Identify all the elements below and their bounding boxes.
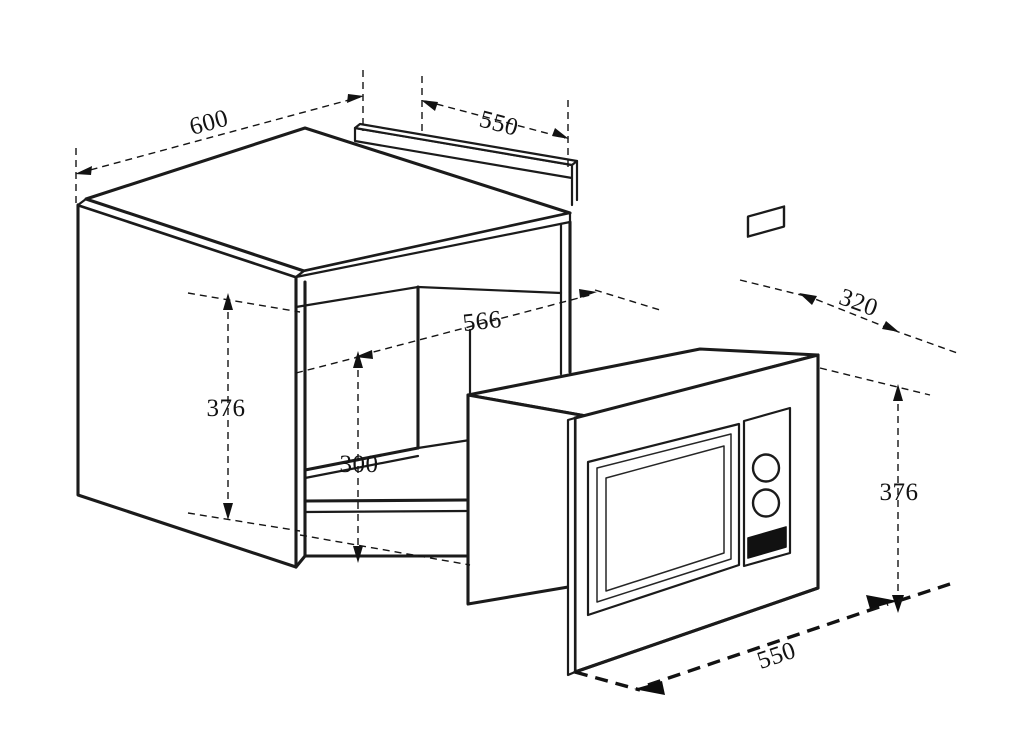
dim-376cab-arrow-bottom: [223, 503, 233, 520]
cabinet-bottom-shelf-front-b: [303, 509, 468, 514]
dim-320-arrow-right: [882, 321, 899, 332]
microwave-knob-lower[interactable]: [751, 488, 781, 518]
dim-600-arrow-left: [75, 166, 92, 175]
dim-320-label: 320: [836, 284, 882, 323]
microwave-display-window: [746, 205, 786, 238]
dim-566-ext-right: [594, 289, 661, 311]
cabinet-top-panel-front-edge: [294, 211, 572, 279]
dim-320-ext-right: [892, 329, 961, 355]
cabinet-interior-shelf-line: [303, 446, 420, 472]
cabinet-shelf-back-right: [416, 438, 472, 450]
dimension-600: 600: [75, 70, 364, 208]
cabinet-assembly: [76, 122, 579, 569]
dim-550bot-ext-left: [574, 670, 641, 692]
dim-376mw-arrow-bottom: [892, 595, 904, 613]
cabinet-left-wall-bottom: [294, 554, 307, 569]
cabinet-rear-rail-right-end: [570, 159, 579, 207]
dim-566-arrow-right: [579, 289, 597, 298]
dim-320-ext-left: [739, 279, 806, 297]
dimension-300: 300: [299, 351, 471, 566]
dim-550bot-label: 550: [754, 637, 800, 675]
dimension-376-cabinet: 376: [187, 292, 301, 532]
dim-320-line: [804, 294, 894, 331]
dimension-320: 320: [739, 279, 961, 355]
microwave-door-mid-frame: [596, 433, 732, 603]
dim-550bot-arrow-right: [866, 595, 898, 609]
microwave-front-bottom-edge: [573, 586, 820, 674]
dim-566-arrow-left: [355, 350, 373, 359]
dim-600-arrow-right: [347, 94, 364, 103]
cabinet-interior-shelf-thickness: [303, 454, 420, 480]
dim-566-label: 566: [461, 306, 503, 337]
microwave-assembly: [466, 205, 820, 677]
cabinet-interior-left-wall-top: [294, 275, 420, 309]
dim-550top-line: [424, 100, 566, 139]
dim-550top-arrow-left: [421, 100, 438, 111]
dimension-376-microwave: 376: [819, 367, 931, 613]
dim-566-line: [361, 294, 591, 356]
cabinet-interior-top-right: [416, 285, 563, 295]
microwave-control-panel: [742, 406, 792, 568]
dim-376cab-label: 376: [207, 395, 246, 422]
dim-300-ext-bottom: [299, 534, 471, 566]
dim-550bot-line: [647, 602, 889, 687]
dim-550bot-arrow-left: [634, 681, 665, 695]
dim-376mw-arrow-top: [893, 384, 903, 401]
dim-376cab-ext-bottom: [187, 512, 301, 532]
dim-550bot-ext-right: [897, 582, 951, 603]
cabinet-bottom-shelf-front: [303, 498, 468, 503]
dim-300-arrow-top: [353, 351, 363, 368]
microwave-knob-upper[interactable]: [751, 453, 781, 483]
dim-376cab-arrow-top: [223, 293, 233, 310]
dim-320-arrow-left: [799, 293, 817, 305]
dim-550top-arrow-right: [552, 128, 569, 139]
dim-600-label: 600: [187, 105, 232, 141]
dim-600-line: [78, 96, 361, 174]
dim-300-label: 300: [340, 451, 379, 478]
dim-300-arrow-bottom: [353, 546, 363, 563]
dim-550top-label: 550: [477, 106, 522, 142]
microwave-door-glass-window: [605, 445, 725, 592]
dim-376cab-ext-top: [187, 292, 301, 313]
dimension-566: 566: [295, 289, 661, 374]
microwave-door-outer-frame: [586, 422, 741, 617]
dim-376mw-ext-top: [819, 367, 931, 396]
microwave-front-panel-bevel: [566, 416, 577, 677]
microwave-button-strip[interactable]: [747, 526, 787, 559]
dim-376mw-label: 376: [880, 479, 919, 506]
